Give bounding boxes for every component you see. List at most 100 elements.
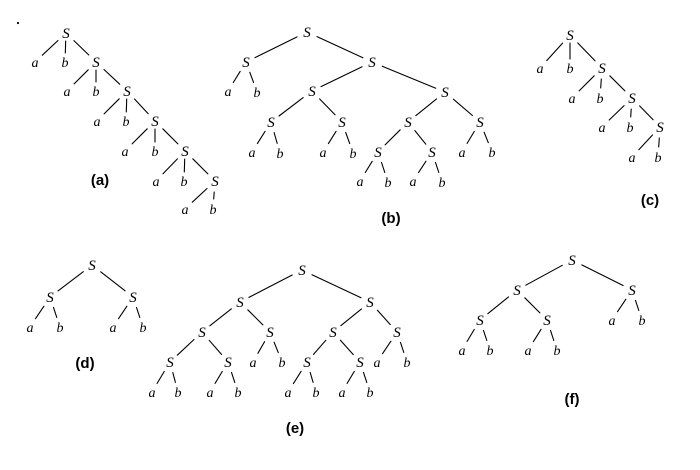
node-nonterminal-S: S — [338, 115, 346, 131]
tree-edge-s0-s1 — [73, 40, 90, 56]
tree-edge-sLLL-aLLL — [156, 370, 165, 384]
tree-edge-sRL-sRLL — [312, 339, 327, 355]
node-terminal-a: a — [153, 175, 160, 190]
node-terminal-b: b — [385, 176, 392, 191]
node-terminal-a: a — [569, 92, 576, 107]
node-terminal-b: b — [655, 151, 662, 166]
tree-edge-s0-sL — [248, 274, 293, 298]
node-terminal-a: a — [525, 344, 532, 359]
tree-edge-s0-a1 — [546, 42, 564, 62]
node-nonterminal-S: S — [46, 290, 54, 306]
tree-edge-sL-sLL — [487, 296, 510, 315]
tree-edge-sR-aR — [117, 305, 128, 320]
tree-edge-sL-sLR — [524, 297, 541, 314]
node-terminal-a: a — [537, 62, 544, 77]
node-nonterminal-S: S — [428, 145, 436, 161]
node-terminal-a: a — [27, 321, 34, 336]
tree-edge-sRLR-bRLR — [345, 131, 351, 145]
node-terminal-b: b — [140, 321, 147, 336]
node-terminal-a: a — [609, 314, 616, 329]
node-terminal-b: b — [57, 321, 64, 336]
node-terminal-b: b — [367, 386, 374, 401]
tree-edge-s3-a4 — [638, 134, 654, 151]
node-terminal-b: b — [567, 62, 574, 77]
tree-edge-sRRLL-aRRLL — [364, 160, 373, 174]
tree-edge-sRRLR-bRRLR — [434, 161, 440, 174]
tree-edge-s2-s3 — [133, 98, 149, 115]
node-terminal-b: b — [404, 356, 411, 371]
tree-edge-s0-s1 — [577, 42, 596, 62]
tree-edge-sRRLR-aRRLR — [417, 160, 427, 174]
node-nonterminal-S: S — [441, 85, 449, 101]
tree-edge-sL-aL — [34, 305, 45, 320]
node-nonterminal-S: S — [151, 114, 159, 130]
tree-edge-sLL-sLLL — [176, 338, 195, 356]
tree-edge-sRRLL-bRRLL — [380, 161, 386, 174]
tree-caption-f: (f) — [565, 391, 580, 408]
node-terminal-a: a — [32, 56, 39, 71]
tree-edge-s3-a4 — [131, 128, 148, 145]
node-terminal-a: a — [64, 85, 71, 100]
tree-edge-s1-a2 — [73, 69, 89, 85]
tree-caption-a: (a) — [91, 172, 109, 189]
node-terminal-b: b — [62, 56, 69, 71]
node-terminal-a: a — [110, 321, 117, 336]
node-nonterminal-S: S — [356, 355, 364, 371]
node-nonterminal-S: S — [513, 283, 521, 299]
node-terminal-b: b — [350, 147, 357, 162]
node-nonterminal-S: S — [308, 84, 316, 100]
tree-edge-s1-b2 — [600, 78, 602, 89]
tree-edge-sLR-bLR — [549, 329, 555, 342]
node-terminal-b: b — [627, 121, 634, 136]
tree-edge-s4-a5 — [162, 158, 178, 175]
tree-edge-s0-sL — [525, 264, 563, 286]
node-nonterminal-S: S — [166, 355, 174, 371]
tree-edge-s3-b4 — [658, 137, 660, 148]
tree-edge-sR-aR — [616, 298, 627, 313]
tree-edge-sRRR-bRRR — [483, 131, 489, 144]
tree-edge-sLR-aLR — [257, 341, 266, 354]
node-nonterminal-S: S — [628, 91, 636, 107]
tree-edge-s5-b6 — [213, 191, 215, 200]
node-terminal-a: a — [410, 175, 417, 190]
tree-edge-sRL-sRLR — [339, 339, 354, 356]
node-nonterminal-S: S — [211, 174, 219, 190]
node-terminal-a: a — [459, 146, 466, 161]
node-terminal-b: b — [313, 386, 320, 401]
tree-edge-s0-a1 — [41, 39, 59, 56]
tree-edge-sR-sRL — [320, 66, 363, 88]
node-terminal-a: a — [629, 151, 636, 166]
tree-edge-sRRL-sRRLR — [414, 130, 427, 145]
tree-edge-s0-sR — [316, 36, 364, 59]
tree-edge-s1-s2 — [103, 68, 121, 85]
tree-edge-sRL-sRLR — [319, 98, 336, 116]
tree-edge-sRL-sRLL — [278, 97, 304, 117]
node-terminal-a: a — [320, 146, 327, 161]
node-nonterminal-S: S — [242, 55, 250, 71]
tree-edge-sRLL-bRLL — [309, 371, 314, 383]
tree-edge-s2-a3 — [103, 98, 120, 115]
tree-edge-sLL-sLLR — [208, 339, 223, 355]
node-terminal-b: b — [235, 386, 242, 401]
tree-edge-sLR-bLR — [273, 341, 279, 354]
node-nonterminal-S: S — [329, 325, 337, 341]
tree-edge-sL-sLL — [209, 308, 232, 327]
node-nonterminal-S: S — [628, 283, 636, 299]
node-nonterminal-S: S — [88, 258, 96, 274]
tree-edge-sRR-sRRR — [452, 98, 473, 117]
node-nonterminal-S: S — [266, 325, 274, 341]
tree-edge-s1-s2 — [609, 75, 626, 92]
tree-edge-sLL-bLL — [482, 329, 488, 342]
node-terminal-b: b — [210, 203, 217, 218]
tree-edge-sLLL-bLLL — [172, 372, 176, 383]
tree-edge-sRRL-sRRLL — [384, 129, 401, 146]
node-terminal-b: b — [277, 147, 284, 162]
node-terminal-a: a — [357, 175, 364, 190]
tree-edge-sR-sRL — [340, 308, 363, 327]
node-terminal-b: b — [489, 146, 496, 161]
